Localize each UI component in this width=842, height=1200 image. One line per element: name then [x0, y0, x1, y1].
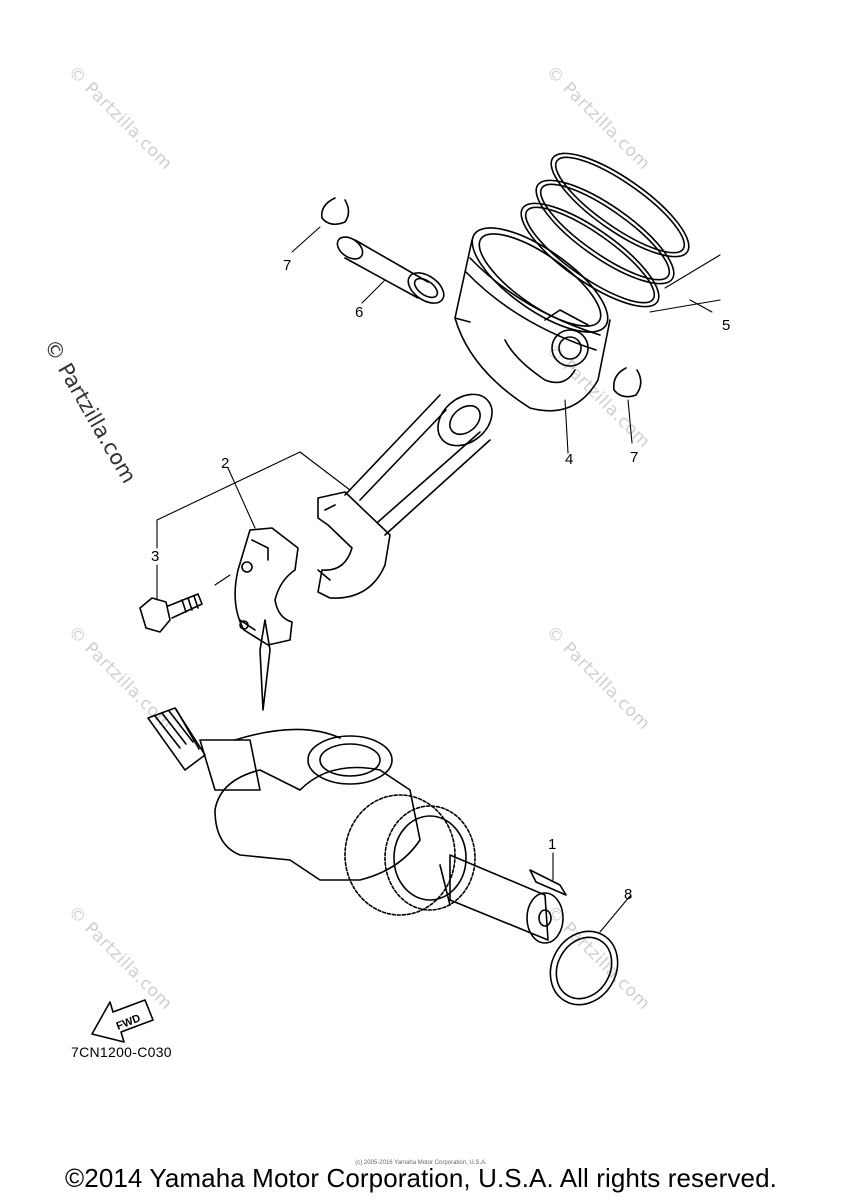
piston [454, 227, 611, 412]
woodruff-key [529, 869, 567, 896]
piston-rings [520, 152, 690, 308]
callout-8: 8 [624, 886, 632, 903]
callout-6: 6 [355, 304, 363, 321]
circlip-right [612, 367, 642, 398]
fwd-arrow-icon [91, 999, 154, 1043]
leader-lines [156, 226, 721, 933]
callout-1: 1 [548, 836, 556, 853]
washer-ring [549, 930, 619, 1006]
copyright-footer: ©2014 Yamaha Motor Corporation, U.S.A. A… [65, 1163, 777, 1193]
callout-7b: 7 [630, 449, 638, 466]
callout-7a: 7 [283, 257, 291, 274]
callout-2: 2 [221, 455, 229, 472]
circlip-left [320, 197, 350, 226]
crankshaft [147, 707, 564, 944]
connecting-rod-cap [234, 527, 299, 711]
piston-pin [336, 236, 445, 304]
callout-5: 5 [722, 317, 730, 334]
connecting-rod [317, 393, 493, 599]
callout-4: 4 [565, 451, 573, 468]
diagram-code: 7CN1200-C030 [71, 1044, 172, 1060]
rod-bolt [139, 593, 203, 633]
callout-3: 3 [151, 548, 159, 565]
tiny-copyright-notice: (c) 2005-2016 Yamaha Motor Corporation, … [355, 1160, 487, 1166]
